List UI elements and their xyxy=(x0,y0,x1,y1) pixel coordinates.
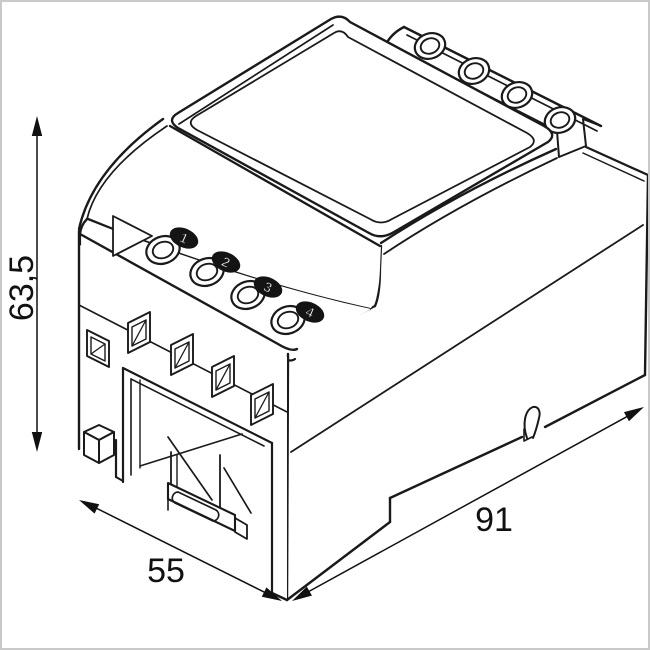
din-rail-claw xyxy=(523,405,541,439)
right-side-face xyxy=(280,145,648,602)
width-dimension-label: 55 xyxy=(147,552,185,590)
arrowhead-up xyxy=(31,116,43,136)
mounting-tab xyxy=(83,424,115,464)
terminal-number-badges: 1 2 3 4 xyxy=(169,227,325,323)
dimension-height: 63,5 xyxy=(3,116,43,452)
arrowhead-upright xyxy=(623,407,644,422)
left-face-slot xyxy=(86,329,110,368)
front-lower-face xyxy=(77,229,289,602)
top-label-panel xyxy=(170,15,554,238)
din-clip-slider xyxy=(166,481,248,540)
height-dimension-label: 63,5 xyxy=(3,255,41,321)
arrowhead-down xyxy=(31,432,43,452)
dimension-width: 55 xyxy=(79,500,282,601)
arrowhead-upleft xyxy=(79,500,100,514)
dimension-depth: 91 xyxy=(292,407,644,601)
back-notch xyxy=(556,118,602,158)
back-terminal-screws xyxy=(413,32,577,134)
depth-dimension-label: 91 xyxy=(475,501,513,539)
end-stop-wedge xyxy=(112,215,153,257)
arrowhead-downright xyxy=(261,587,282,601)
din-rail-window xyxy=(121,366,274,595)
arrowhead-downleft xyxy=(292,586,312,601)
front-terminal-block: 1 2 3 4 xyxy=(78,215,371,362)
vent-slots xyxy=(127,311,274,426)
side-seam-line xyxy=(290,224,644,453)
